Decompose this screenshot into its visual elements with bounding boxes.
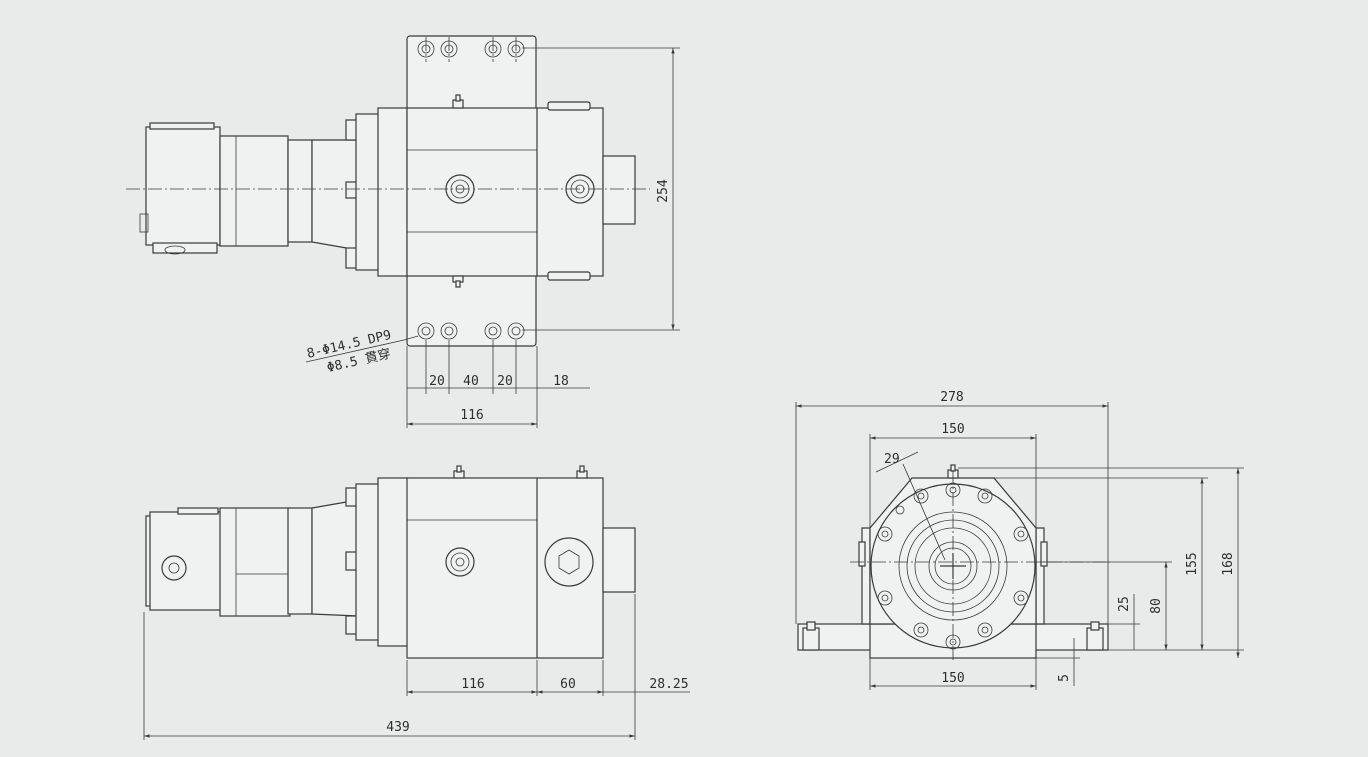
- side-motor-body: [219, 507, 291, 617]
- dim-278: 278: [940, 390, 963, 405]
- dim-80: 80: [1149, 598, 1164, 614]
- dim-439: 439: [386, 720, 409, 735]
- dim-150-bottom: 150: [941, 671, 964, 686]
- output-shaft: [602, 155, 636, 225]
- dim-168: 168: [1221, 552, 1236, 575]
- dim-18: 18: [553, 374, 569, 389]
- dim-5: 5: [1057, 674, 1072, 682]
- side-shaft: [602, 527, 636, 593]
- dim-155: 155: [1185, 552, 1200, 575]
- motor-body: [219, 135, 289, 247]
- dim-150-top: 150: [941, 422, 964, 437]
- dim-40: 40: [463, 374, 479, 389]
- top-view: 254 20 40 20 18 116 8-Φ14.5 DP9 Φ8.5 貫穿: [126, 35, 680, 428]
- side-view: 116 60 28.25 439: [143, 465, 690, 740]
- grease-nipple-icon: [445, 547, 475, 577]
- dim-29: 29: [884, 452, 900, 467]
- dim-28-25: 28.25: [649, 677, 688, 692]
- dim-60: 60: [560, 677, 576, 692]
- dim-20a: 20: [429, 374, 445, 389]
- hex-plug-icon: [544, 537, 594, 587]
- side-motor-cap: [149, 511, 223, 611]
- dim-116-side: 116: [461, 677, 484, 692]
- dim-116-top: 116: [460, 408, 483, 423]
- motor-cap: [145, 126, 221, 246]
- end-view: 278 150 29 168 155 80 25 5 150: [795, 390, 1244, 690]
- dim-25: 25: [1117, 596, 1132, 612]
- dim-254: 254: [656, 179, 671, 203]
- dim-20b: 20: [497, 374, 513, 389]
